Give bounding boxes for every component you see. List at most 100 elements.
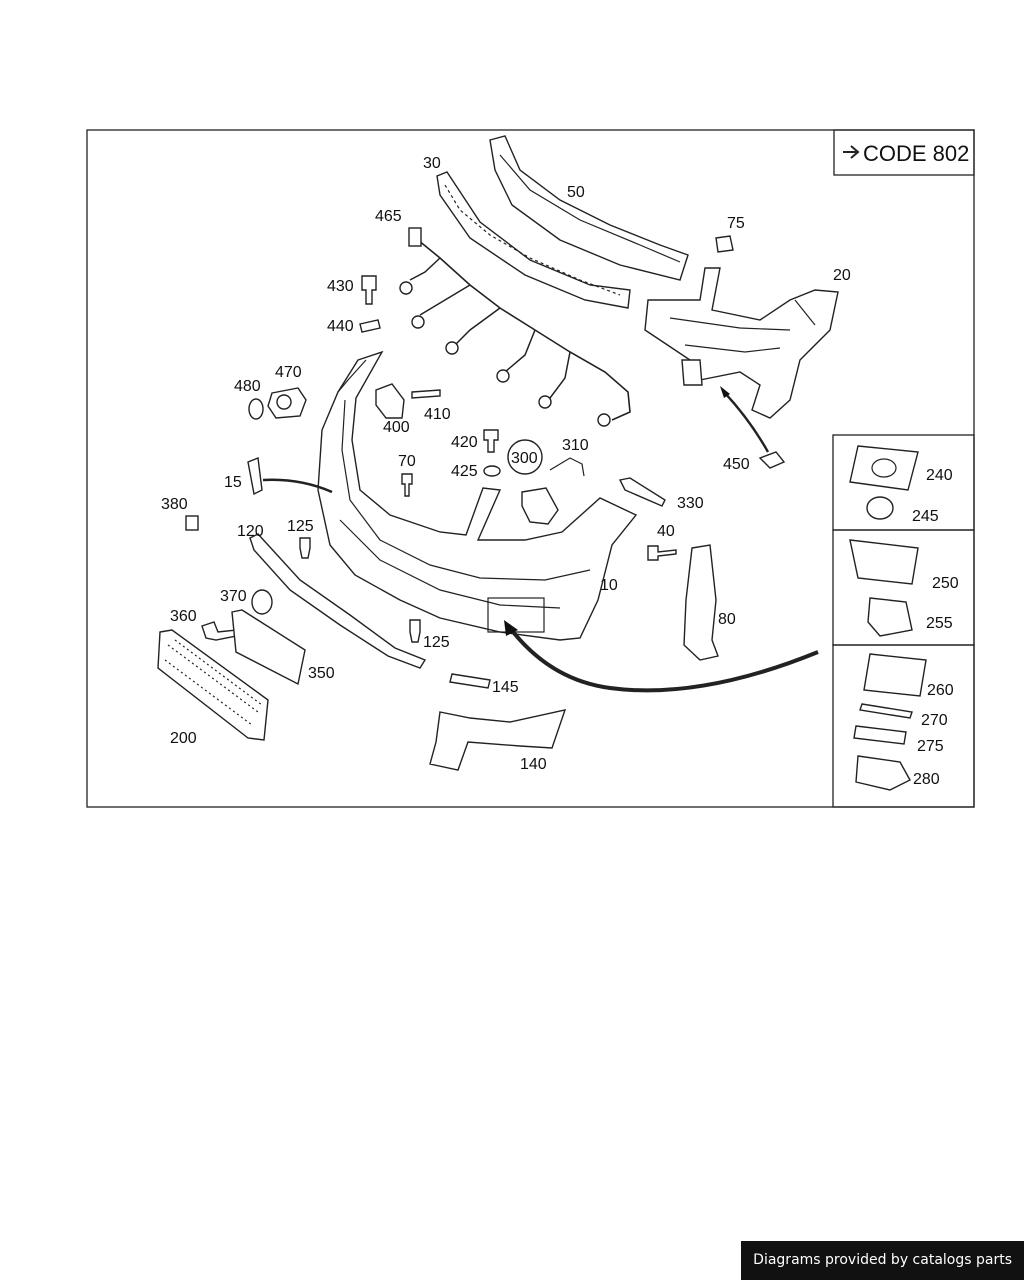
label-380: 380 [161, 496, 188, 513]
label-125-b: 125 [423, 634, 450, 651]
arrow-450-head [720, 386, 730, 398]
label-30: 30 [423, 155, 441, 172]
label-250: 250 [932, 575, 959, 592]
part-300-callout [507, 439, 543, 475]
label-75: 75 [727, 215, 745, 232]
part-75-shape [715, 235, 734, 253]
label-50: 50 [567, 184, 585, 201]
part-200-mesh [164, 639, 263, 726]
sensor-plug-2 [411, 315, 425, 329]
part-20-leg [681, 359, 703, 386]
part-450-screw [758, 451, 786, 469]
part-40-screw [647, 545, 677, 561]
part-15-cap [247, 457, 263, 496]
label-145: 145 [492, 679, 519, 696]
code-arrow-icon [843, 145, 860, 159]
arrow-inset-to-bumper [508, 626, 819, 693]
part-370-nut [251, 589, 273, 615]
label-280: 280 [913, 771, 940, 788]
label-360: 360 [170, 608, 197, 625]
part-300-shape [521, 487, 559, 525]
label-410: 410 [424, 406, 451, 423]
part-465-branches [409, 257, 571, 399]
part-125-clip-b [409, 619, 421, 643]
label-450: 450 [723, 456, 750, 473]
sensor-plug-6 [597, 413, 611, 427]
part-255-frame [867, 597, 913, 637]
part-465-connector [408, 227, 422, 247]
label-70: 70 [398, 453, 416, 470]
part-465-harness [417, 239, 631, 421]
part-400-bracket [375, 383, 405, 419]
label-300: 300 [511, 450, 538, 467]
sensor-plug-5 [538, 395, 552, 409]
part-310-wire [549, 457, 585, 477]
part-80-guide [683, 544, 719, 661]
label-125-a: 125 [287, 518, 314, 535]
part-10-bumper-cover [317, 350, 638, 641]
arrow-15 [262, 478, 333, 494]
part-380-nut [185, 515, 199, 531]
part-470-lens [276, 394, 292, 410]
part-30-mesh [444, 184, 621, 296]
part-280-housing [855, 755, 911, 791]
label-10: 10 [600, 577, 618, 594]
inset-panel-3 [832, 644, 975, 808]
part-240-grille-insert [849, 445, 919, 491]
label-400: 400 [383, 419, 410, 436]
part-270-strip [859, 703, 913, 719]
label-240: 240 [926, 467, 953, 484]
part-260-insert [863, 653, 927, 697]
label-480: 480 [234, 378, 261, 395]
label-420: 420 [451, 434, 478, 451]
sensor-plug-4 [496, 369, 510, 383]
footer-credit: Diagrams provided by catalogs parts [741, 1241, 1024, 1280]
part-250-insert [849, 539, 919, 585]
part-50-detail [499, 154, 681, 263]
part-125-clip-a [299, 537, 311, 559]
label-120: 120 [237, 523, 264, 540]
label-425: 425 [451, 463, 478, 480]
arrow-inset-head [504, 620, 518, 636]
label-40: 40 [657, 523, 675, 540]
label-270: 270 [921, 712, 948, 729]
label-200: 200 [170, 730, 197, 747]
part-425-washer [483, 465, 501, 477]
label-15: 15 [224, 474, 242, 491]
label-245: 245 [912, 508, 939, 525]
part-140-cover [429, 709, 567, 771]
part-10-bumper-lip [339, 519, 561, 609]
part-240-foglight-hole [871, 458, 897, 478]
label-430: 430 [327, 278, 354, 295]
label-140: 140 [520, 756, 547, 773]
sensor-plug-1 [399, 281, 413, 295]
part-350-plate [231, 609, 306, 686]
label-330: 330 [677, 495, 704, 512]
part-360-bolt [201, 621, 237, 641]
part-30-shape [436, 171, 631, 309]
part-120-strip [249, 533, 427, 669]
part-330-trim [618, 477, 666, 507]
part-20-detail [669, 299, 816, 353]
part-245-ring [866, 496, 894, 520]
label-440: 440 [327, 318, 354, 335]
label-470: 470 [275, 364, 302, 381]
part-10-plate-recess [487, 597, 545, 633]
label-80: 80 [718, 611, 736, 628]
sensor-plug-3 [445, 341, 459, 355]
label-370: 370 [220, 588, 247, 605]
code-label: CODE 802 [863, 141, 969, 166]
part-430-bolt [361, 275, 377, 305]
part-20-shape [644, 267, 839, 419]
part-480-ring [248, 398, 264, 420]
part-410-bolt [411, 389, 441, 399]
label-260: 260 [927, 682, 954, 699]
label-465: 465 [375, 208, 402, 225]
label-310: 310 [562, 437, 589, 454]
label-350: 350 [308, 665, 335, 682]
part-10-bumper-inner [341, 399, 591, 581]
label-275: 275 [917, 738, 944, 755]
part-440-clip [359, 319, 381, 333]
part-10-left-edge [337, 359, 367, 393]
